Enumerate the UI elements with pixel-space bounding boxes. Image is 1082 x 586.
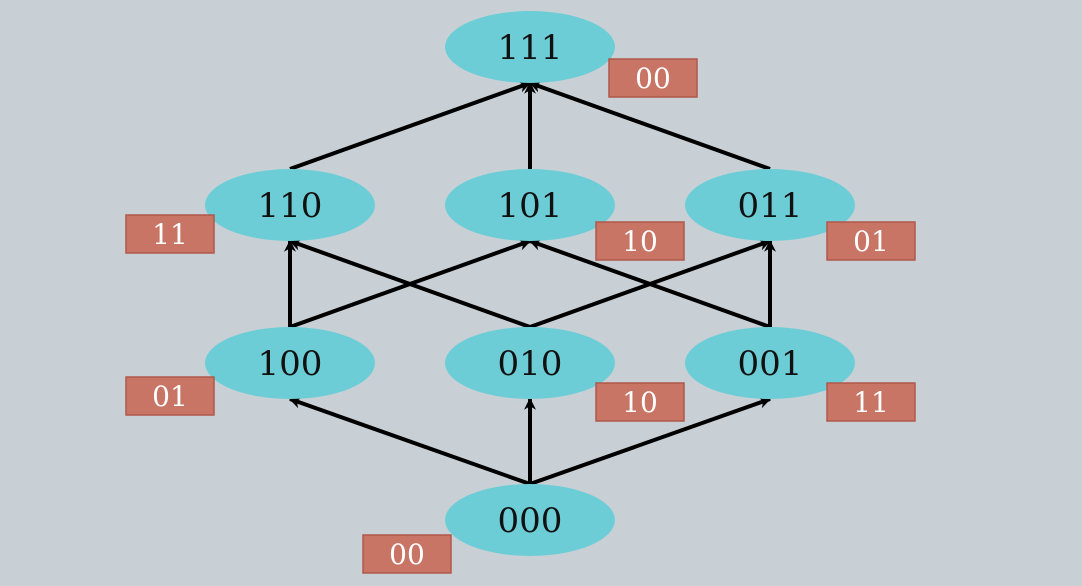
edge-110-111 (289, 80, 532, 171)
node-101: 101 (445, 169, 615, 241)
node-100: 100 (205, 327, 375, 399)
tag-box (595, 221, 685, 261)
tag-box (125, 376, 215, 416)
tag-label: 00 (635, 62, 671, 95)
tag-label: 01 (853, 225, 889, 258)
node-001: 001 (685, 327, 855, 399)
tag-label: 11 (853, 386, 889, 419)
edge-000-001 (529, 396, 772, 486)
edge-010-110 (288, 238, 531, 329)
node-ellipse (685, 327, 855, 399)
node-label: 100 (258, 344, 323, 384)
tag-101: 10 (595, 221, 685, 261)
tag-box (595, 382, 685, 422)
node-ellipse (445, 169, 615, 241)
tag-111: 00 (608, 58, 698, 98)
edges (284, 80, 776, 486)
tag-label: 00 (389, 538, 425, 571)
node-label: 110 (258, 186, 323, 226)
node-011: 011 (685, 169, 855, 241)
edge-011-111 (528, 80, 771, 171)
node-110: 110 (205, 169, 375, 241)
tag-box (125, 214, 215, 254)
node-ellipse (685, 169, 855, 241)
tag-011: 01 (826, 221, 916, 261)
tag-box (362, 534, 452, 574)
tag-label: 10 (622, 386, 658, 419)
tag-010: 10 (595, 382, 685, 422)
tag-label: 11 (152, 218, 188, 251)
node-ellipse (445, 484, 615, 556)
tag-box (608, 58, 698, 98)
tag-110: 11 (125, 214, 215, 254)
edge-001-101 (528, 238, 771, 329)
node-010: 010 (445, 327, 615, 399)
tag-box (826, 221, 916, 261)
node-label: 011 (738, 186, 803, 226)
tag-box (826, 382, 916, 422)
node-label: 000 (498, 501, 563, 541)
tag-label: 01 (152, 380, 188, 413)
node-label: 111 (498, 28, 563, 68)
node-label: 010 (498, 344, 563, 384)
node-ellipse (445, 11, 615, 83)
edge-000-100 (288, 396, 531, 486)
node-ellipse (445, 327, 615, 399)
tag-000: 00 (362, 534, 452, 574)
tag-100: 01 (125, 376, 215, 416)
node-ellipse (205, 327, 375, 399)
node-000: 000 (445, 484, 615, 556)
node-111: 111 (445, 11, 615, 83)
node-label: 101 (498, 186, 563, 226)
tag-001: 11 (826, 382, 916, 422)
node-ellipse (205, 169, 375, 241)
tag-label: 10 (622, 225, 658, 258)
node-label: 001 (738, 344, 803, 384)
